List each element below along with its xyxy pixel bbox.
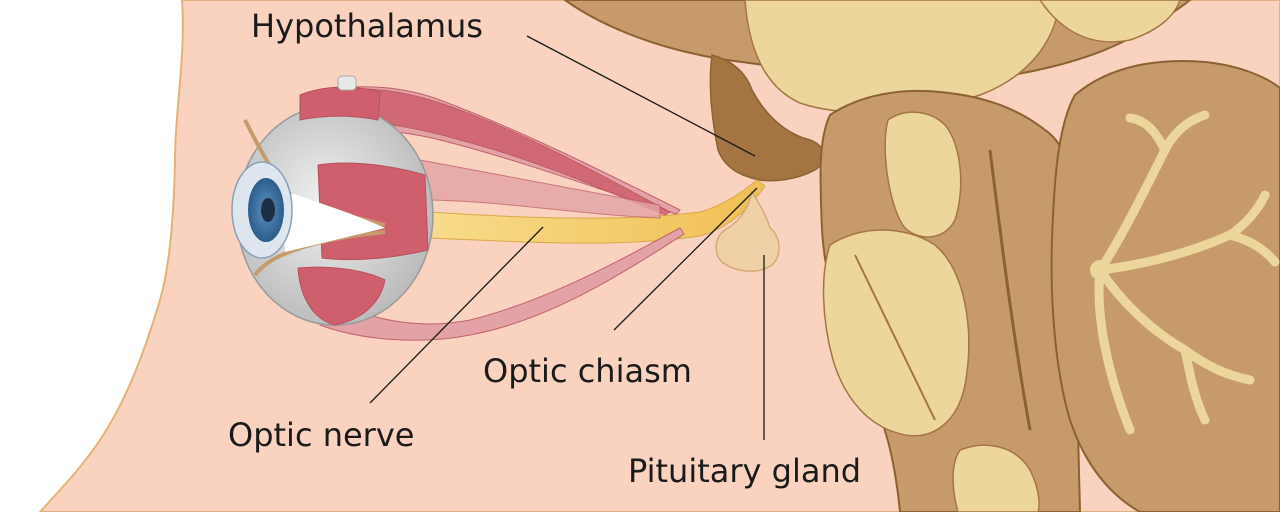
hypothalamus-leader — [526, 35, 756, 157]
pupil — [261, 198, 275, 222]
eye-muscle-band-3 — [299, 86, 381, 121]
pituitary-shape — [715, 190, 780, 272]
medulla-line — [854, 254, 936, 421]
spinal-inner — [952, 444, 1040, 513]
label-hypothalamus: Hypothalamus — [251, 7, 483, 45]
cerebrum-fold — [1039, 0, 1181, 43]
pons-inner — [884, 111, 962, 238]
inferior-muscle — [319, 227, 685, 341]
optic-nerve-leader — [369, 226, 544, 404]
trochlea — [337, 75, 357, 91]
optic-chiasm-leader — [613, 187, 758, 331]
medulla-inner — [822, 229, 970, 437]
lateral-muscle-top — [329, 88, 672, 216]
cerebellum-node — [1090, 260, 1110, 280]
label-optic-nerve: Optic nerve — [228, 416, 414, 454]
lower-eyelid — [253, 230, 386, 277]
optic-nerve-shape — [429, 179, 766, 244]
cerebellum-arbor — [1094, 110, 1280, 435]
label-optic-chiasm: Optic chiasm — [483, 352, 692, 390]
brainstem-canal — [988, 149, 1032, 431]
hypothalamus-region — [709, 54, 825, 182]
cerebellum — [1050, 59, 1280, 513]
label-pituitary-gland: Pituitary gland — [628, 452, 861, 490]
eye-muscle-band-2 — [297, 266, 386, 326]
eye-white — [282, 190, 385, 252]
medial-muscle — [419, 159, 661, 219]
